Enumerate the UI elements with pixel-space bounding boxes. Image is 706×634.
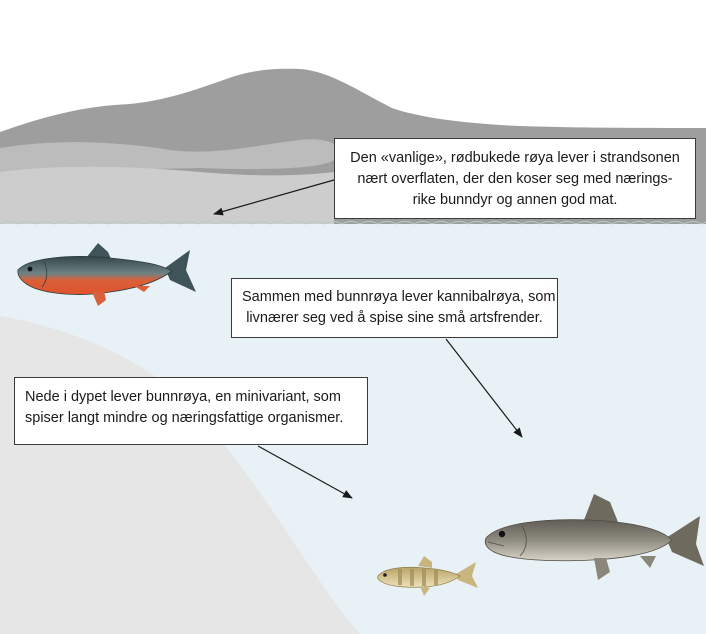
- callout-cannibal-char: Sammen med bunnrøya lever kannibalrøya, …: [231, 278, 558, 338]
- red-bellied-char-illustration: [17, 243, 196, 306]
- callout-line: spiser langt mindre og næringsfattige or…: [25, 410, 344, 426]
- arrow-to-cannibal-char: [445, 338, 523, 438]
- callout-line: Nede i dypet lever bunnrøya, en minivari…: [25, 389, 341, 405]
- arrow-to-dwarf-char: [257, 445, 353, 499]
- callout-line: nært overflaten, der den koser seg med n…: [357, 171, 673, 187]
- callout-line: rike bunndyr og annen god mat.: [412, 192, 618, 208]
- arrow-to-surface: [213, 179, 335, 216]
- dwarf-char-illustration: [377, 556, 478, 596]
- callout-red-bellied-char: Den «vanlige», rødbukede røya lever i st…: [334, 138, 696, 219]
- mountain-near: [0, 166, 334, 226]
- callout-dwarf-char: Nede i dypet lever bunnrøya, en minivari…: [14, 377, 368, 445]
- water-surface: [0, 221, 706, 225]
- callout-line: Den «vanlige», rødbukede røya lever i st…: [350, 150, 680, 166]
- callout-line: Sammen med bunnrøya lever kannibalrøya, …: [242, 289, 556, 305]
- callout-line: livnærer seg ved å spise sine små artsfr…: [246, 310, 543, 326]
- mountain-mid: [0, 139, 340, 172]
- cannibal-char-illustration: [484, 494, 704, 580]
